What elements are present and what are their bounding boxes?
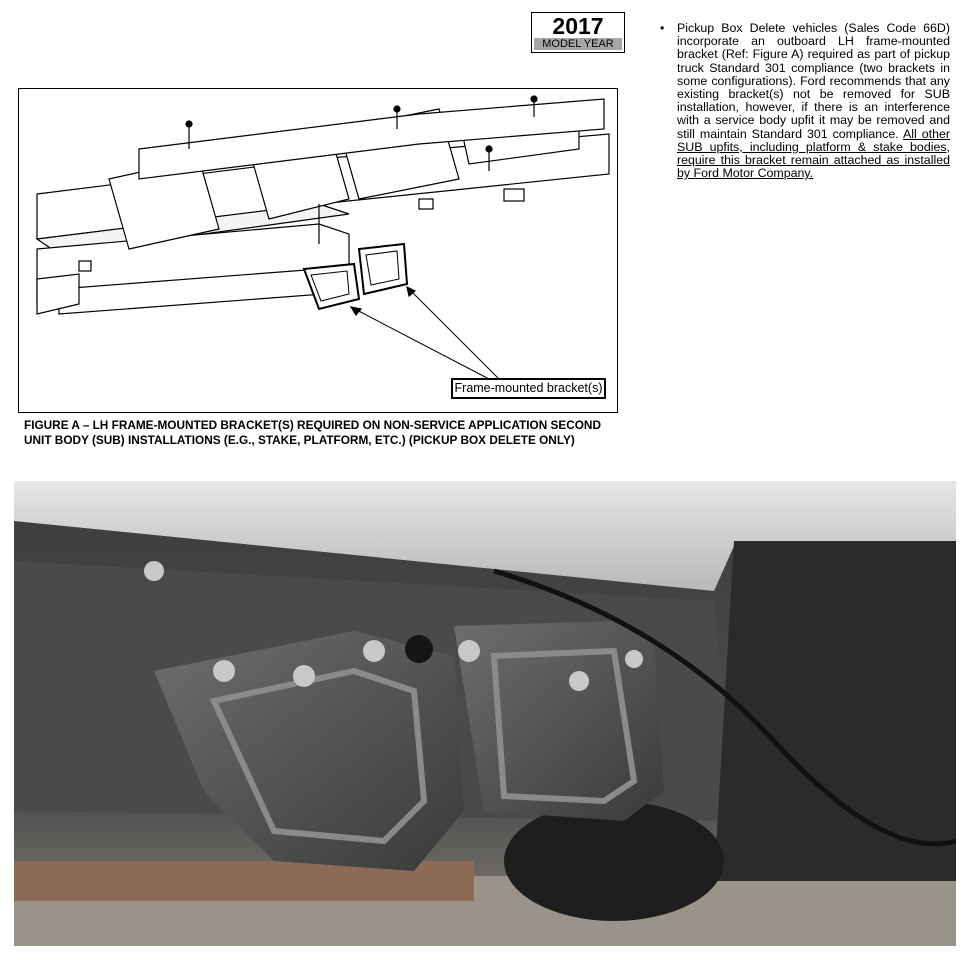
model-year-label: MODEL YEAR xyxy=(534,38,622,50)
model-year-badge: 2017 MODEL YEAR xyxy=(531,12,625,53)
note-text-plain: Pickup Box Delete vehicles (Sales Code 6… xyxy=(677,21,950,141)
model-year: 2017 xyxy=(552,13,604,39)
bracket-photo xyxy=(14,481,956,946)
frame-line-drawing xyxy=(35,95,610,380)
underbody-photo xyxy=(14,481,956,946)
note-bullet: • Pickup Box Delete vehicles (Sales Code… xyxy=(660,21,950,181)
figure-a-drawing: Frame-mounted bracket(s) xyxy=(18,88,618,413)
note-text: Pickup Box Delete vehicles (Sales Code 6… xyxy=(677,21,950,181)
bullet-marker: • xyxy=(660,21,665,35)
figure-caption: FIGURE A – LH FRAME-MOUNTED BRACKET(S) R… xyxy=(24,418,601,447)
callout-frame-mounted-brackets: Frame-mounted bracket(s) xyxy=(451,378,606,399)
note-text-underlined: All other SUB upfits, including platform… xyxy=(677,126,950,181)
